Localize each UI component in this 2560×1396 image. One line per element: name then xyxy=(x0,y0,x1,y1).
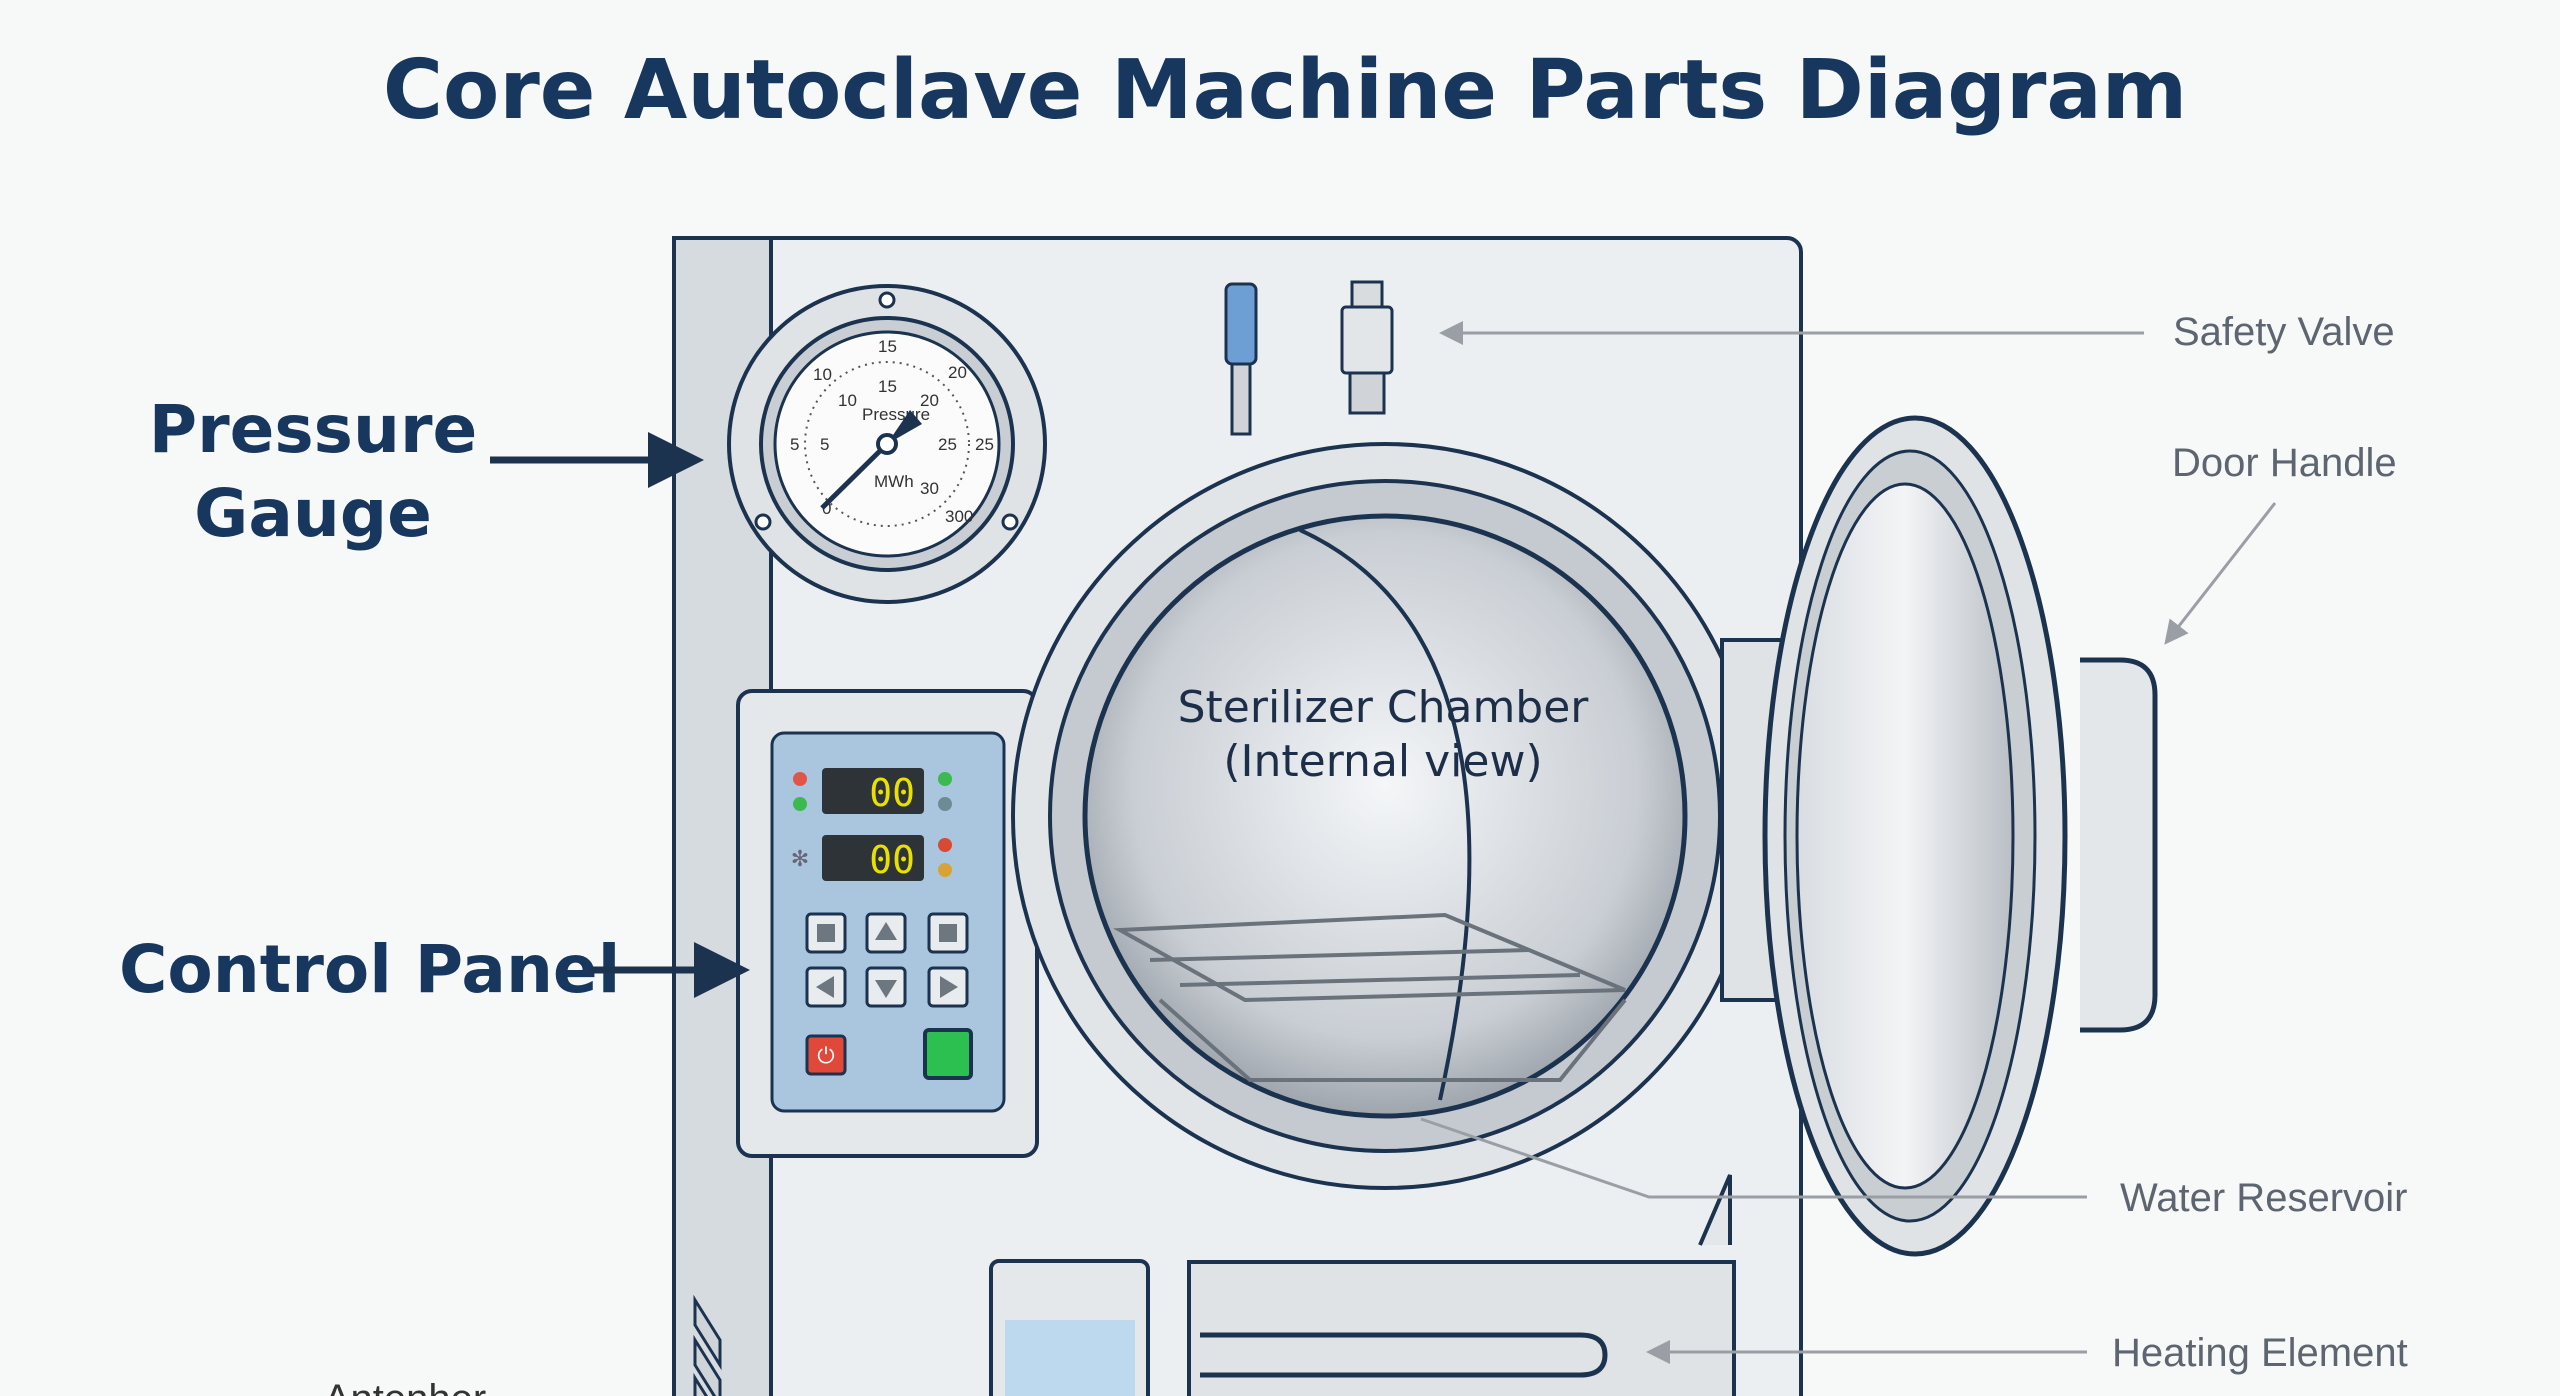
gauge-tick: 5 xyxy=(790,435,799,454)
power-button[interactable] xyxy=(805,1034,847,1076)
chamber-sublabel: (Internal view) xyxy=(1223,736,1542,787)
gauge-tick: 15 xyxy=(878,337,897,356)
start-button[interactable] xyxy=(923,1028,973,1080)
gauge-tick: 10 xyxy=(838,391,857,410)
door-handle[interactable] xyxy=(2080,657,2158,1033)
sterilizer-chamber: Sterilizer Chamber (Internal view) xyxy=(1011,442,1759,1190)
gauge-tick: 0 xyxy=(822,499,831,518)
display-2-value: 00 xyxy=(869,838,915,882)
pressure-valve-blue xyxy=(1224,282,1258,436)
heating-element-label: Heating Element xyxy=(2112,1331,2408,1375)
water-reservoir xyxy=(989,1259,1150,1396)
indicator-led xyxy=(793,772,807,786)
gauge-tick: 15 xyxy=(878,377,897,396)
door-handle-label: Door Handle xyxy=(2172,441,2397,485)
door xyxy=(1720,415,2158,1257)
gauge-tick: 300 xyxy=(945,507,973,526)
display-1-value: 00 xyxy=(869,771,915,815)
safety-valve xyxy=(1340,280,1394,415)
indicator-led xyxy=(793,797,807,811)
power-icon: ⏻ xyxy=(817,1043,834,1068)
cut-off-label: Antenher xyxy=(324,1377,486,1396)
snowflake-icon: ✻ xyxy=(791,846,809,871)
screw-icon xyxy=(1001,513,1019,531)
pressure-gauge-label-line2: Gauge xyxy=(194,475,432,552)
vent-slots xyxy=(693,1294,722,1396)
rack xyxy=(1112,912,1627,1082)
gauge-needle xyxy=(820,442,889,510)
gauge-unit: MWh xyxy=(874,472,914,491)
gauge-tick: 20 xyxy=(920,391,939,410)
gauge-tick: 25 xyxy=(975,435,994,454)
indicator-led xyxy=(938,797,952,811)
safety-valve-label: Safety Valve xyxy=(2173,310,2395,354)
gauge-tick: 5 xyxy=(820,435,829,454)
page-title: Core Autoclave Machine Parts Diagram xyxy=(383,43,2187,138)
gauge-label: Pressure xyxy=(862,405,930,424)
door-handle-arrow xyxy=(2164,502,2277,645)
gauge-tick: 10 xyxy=(813,365,832,384)
indicator-led xyxy=(938,838,952,852)
control-panel: 00 00 ✻ ⏻ xyxy=(736,689,1039,1158)
water-reservoir-line xyxy=(1420,1117,2087,1199)
heating-compartment xyxy=(1187,1174,1736,1396)
gauge-tick: 30 xyxy=(920,479,939,498)
water-reservoir-label: Water Reservoir xyxy=(2120,1176,2407,1220)
control-panel-label: Control Panel xyxy=(119,931,620,1008)
pressure-gauge-label: Pressure xyxy=(149,391,478,468)
indicator-led xyxy=(938,772,952,786)
display-1 xyxy=(822,768,924,814)
display-2 xyxy=(822,835,924,881)
pressure-gauge: 0 5 10 15 20 25 300 5 10 15 20 25 30 Pre… xyxy=(727,284,1047,604)
chamber-label: Sterilizer Chamber xyxy=(1178,682,1590,733)
gauge-tick: 20 xyxy=(948,363,967,382)
heating-element xyxy=(1200,1332,1608,1378)
screw-icon xyxy=(878,291,896,309)
gauge-tick: 25 xyxy=(938,435,957,454)
screw-icon xyxy=(754,513,772,531)
indicator-led xyxy=(938,863,952,877)
